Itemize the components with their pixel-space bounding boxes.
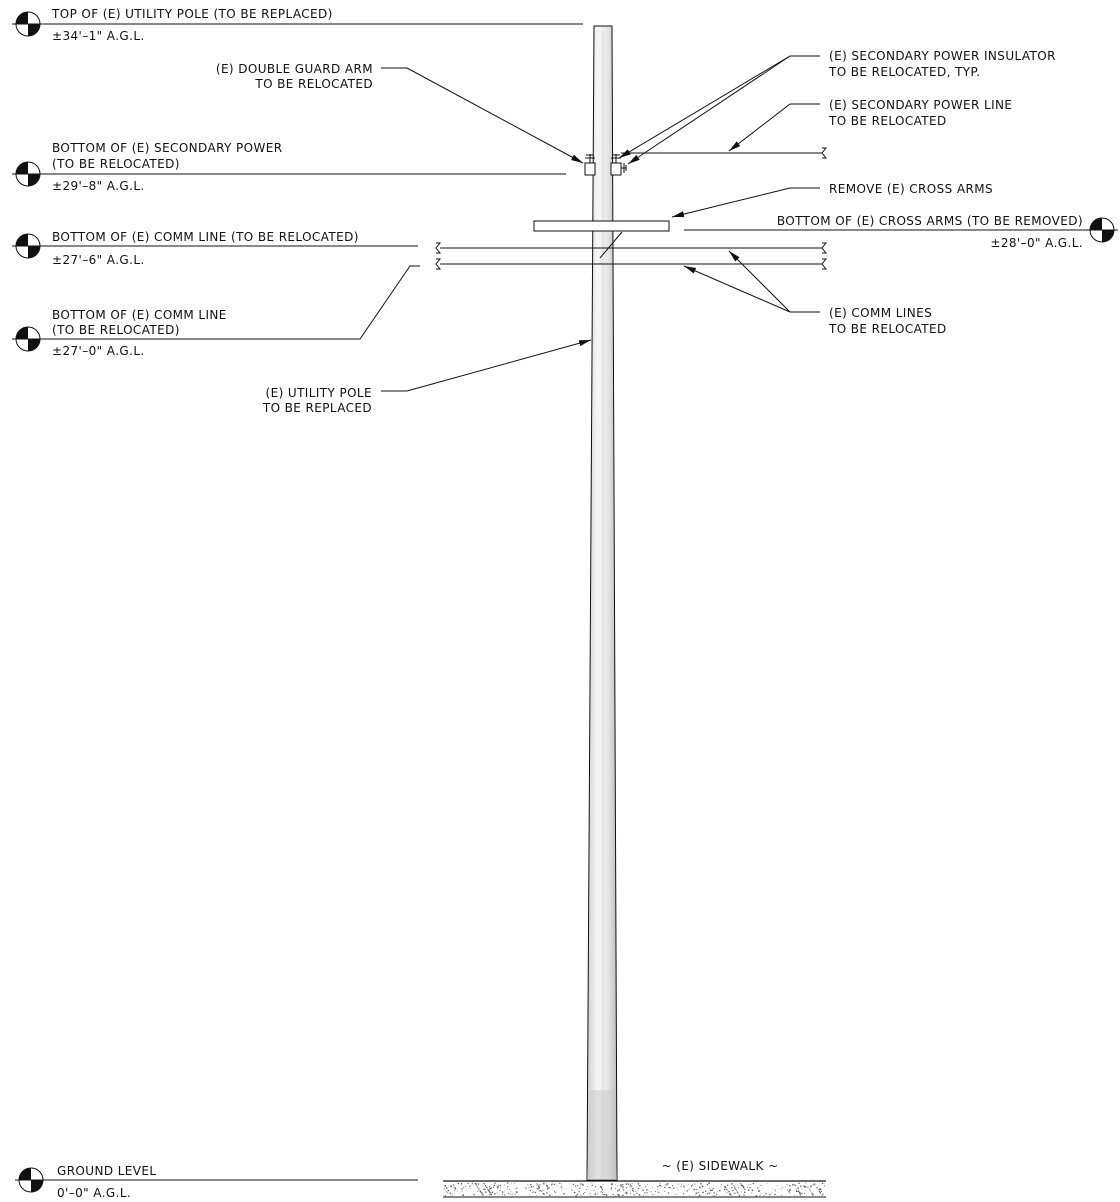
elevation-target-icon [12,161,44,187]
double-guard-arm [584,154,627,176]
elevation-marker-cross-arms: BOTTOM OF (E) CROSS ARMS (TO BE REMOVED)… [684,214,1118,250]
utility-pole-callout-2: TO BE REPLACED [262,401,372,415]
elevation-target-icon [12,233,44,259]
guard-arm-callout-1: (E) DOUBLE GUARD ARM [216,62,373,76]
elevation-marker-comm-line-upper: BOTTOM OF (E) COMM LINE (TO BE RELOCATED… [12,230,418,267]
utility-pole-callout-1: (E) UTILITY POLE [266,386,372,400]
comm-lines [435,242,828,270]
power-line-callout-2: TO BE RELOCATED [828,114,947,128]
elevation-marker-top-of-pole: TOP OF (E) UTILITY POLE (TO BE REPLACED)… [12,7,583,43]
comm-lines-callout-2: TO BE RELOCATED [828,322,947,336]
comm-lines-callout-1: (E) COMM LINES [829,306,932,320]
callout-comm-lines: (E) COMM LINES TO BE RELOCATED [683,250,947,336]
secondary-power-elevation: ±29'–8" A.G.L. [52,179,145,193]
elevation-target-icon [12,326,44,352]
insulator-callout-1: (E) SECONDARY POWER INSULATOR [829,49,1056,63]
cross-arms-callout-1: REMOVE (E) CROSS ARMS [829,182,993,196]
secondary-power-label-2: (TO BE RELOCATED) [52,157,180,171]
sidewalk: ~ (E) SIDEWALK ~ [443,1159,826,1198]
callout-cross-arms: REMOVE (E) CROSS ARMS [671,182,993,218]
top-of-pole-label: TOP OF (E) UTILITY POLE (TO BE REPLACED) [51,7,333,21]
top-of-pole-elevation: ±34'–1" A.G.L. [52,29,145,43]
cross-arms-label: BOTTOM OF (E) CROSS ARMS (TO BE REMOVED) [777,214,1083,228]
comm-line-lower-label-1: BOTTOM OF (E) COMM LINE [52,308,227,322]
secondary-power-label-1: BOTTOM OF (E) SECONDARY POWER [52,141,282,155]
cross-arm [533,220,670,259]
insulator-callout-2: TO BE RELOCATED, TYP. [828,65,981,79]
elevation-target-icon [15,1167,47,1193]
callout-power-line: (E) SECONDARY POWER LINE TO BE RELOCATED [728,98,1012,152]
guard-arm-callout-2: TO BE RELOCATED [254,77,373,91]
elevation-target-icon [1086,217,1118,243]
cross-arms-elevation: ±28'–0" A.G.L. [990,236,1083,250]
comm-line-lower-label-2: (TO BE RELOCATED) [52,323,180,337]
comm-line-upper-elevation: ±27'–6" A.G.L. [52,253,145,267]
secondary-power-line [621,147,828,159]
callout-insulator: (E) SECONDARY POWER INSULATOR TO BE RELO… [618,49,1056,165]
elevation-marker-secondary-power: BOTTOM OF (E) SECONDARY POWER (TO BE REL… [12,141,566,193]
elevation-marker-ground: GROUND LEVEL 0'–0" A.G.L. [15,1164,418,1200]
callout-utility-pole: (E) UTILITY POLE TO BE REPLACED [262,339,592,415]
sidewalk-label: ~ (E) SIDEWALK ~ [662,1159,779,1173]
comm-line-lower-elevation: ±27'–0" A.G.L. [52,344,145,358]
utility-pole [586,25,618,1181]
callout-guard-arm: (E) DOUBLE GUARD ARM TO BE RELOCATED [216,62,584,164]
elevation-target-icon [12,11,44,37]
ground-elevation: 0'–0" A.G.L. [57,1186,131,1200]
sidewalk-hatch [443,1182,825,1197]
power-line-callout-1: (E) SECONDARY POWER LINE [829,98,1012,112]
comm-line-upper-label: BOTTOM OF (E) COMM LINE (TO BE RELOCATED… [52,230,359,244]
elevation-marker-comm-line-lower: BOTTOM OF (E) COMM LINE (TO BE RELOCATED… [12,265,420,358]
ground-label: GROUND LEVEL [57,1164,156,1178]
